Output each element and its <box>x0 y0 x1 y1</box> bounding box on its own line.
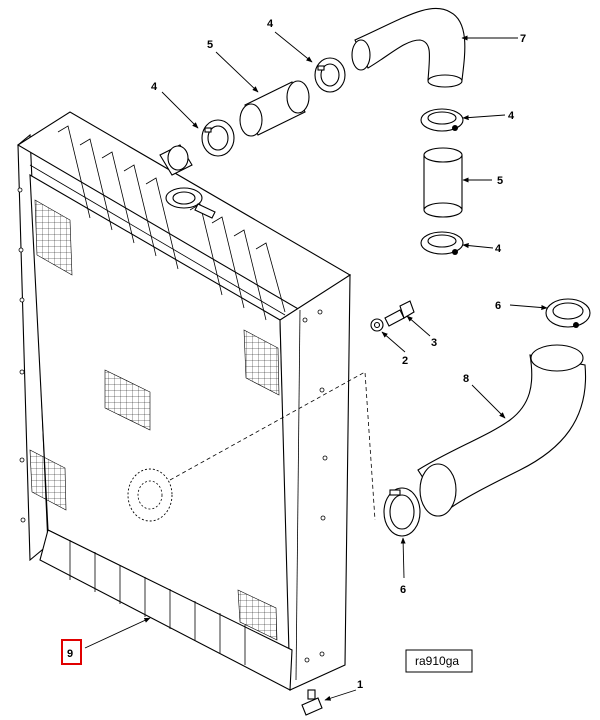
radiator <box>16 111 376 691</box>
drain-plug <box>301 689 323 716</box>
washer <box>370 318 384 332</box>
hose-short-top <box>239 80 310 137</box>
bottom-tank-ribs <box>69 540 246 665</box>
bolt <box>384 300 415 327</box>
callout-4-top-left: 4 <box>151 81 158 93</box>
leader-lines <box>84 31 548 701</box>
hose-clamp-top-mid <box>314 57 346 93</box>
callout-4-right-upper: 4 <box>508 110 515 122</box>
core-mesh-bottom-right <box>237 589 278 641</box>
elbow-hose-top <box>351 7 466 88</box>
radiator-right-frame <box>279 273 351 691</box>
callout-8: 8 <box>463 373 469 385</box>
lower-outlet <box>127 468 173 522</box>
callout-9-highlight-box <box>61 639 82 665</box>
left-frame-holes <box>17 187 26 523</box>
hose-clamp-lower-mid <box>383 487 421 537</box>
hose-short-right <box>423 147 463 218</box>
reference-code-box: ra910ga <box>405 649 473 673</box>
right-frame-holes <box>302 309 328 663</box>
callout-2: 2 <box>402 355 408 367</box>
top-tank-ribs <box>57 125 286 321</box>
hose-clamp-right-lower <box>420 231 464 255</box>
core-mesh-center <box>104 369 151 431</box>
hose-clamp-top-left <box>201 119 235 157</box>
core-mesh-top-left <box>34 199 73 276</box>
reference-code: ra910ga <box>415 654 459 668</box>
radiator-bottom-tank <box>39 529 293 691</box>
callout-5-right: 5 <box>497 175 503 187</box>
callout-6-mid: 6 <box>400 584 406 596</box>
callout-7: 7 <box>520 33 526 45</box>
core-mesh-right <box>243 329 280 396</box>
hose-clamp-right-upper <box>420 108 464 132</box>
callout-6-right: 6 <box>495 300 501 312</box>
hose-lower-long <box>417 344 587 517</box>
filler-neck <box>165 187 216 219</box>
callout-4-top-mid: 4 <box>267 18 274 30</box>
callout-3: 3 <box>431 337 437 349</box>
callout-4-right-lower: 4 <box>495 243 502 255</box>
callout-1: 1 <box>357 679 363 691</box>
hose-clamp-lower-right <box>545 298 591 328</box>
callout-5-top: 5 <box>207 39 213 51</box>
core-mesh-bottom-left <box>29 449 67 511</box>
callout-9: 9 <box>67 648 73 660</box>
